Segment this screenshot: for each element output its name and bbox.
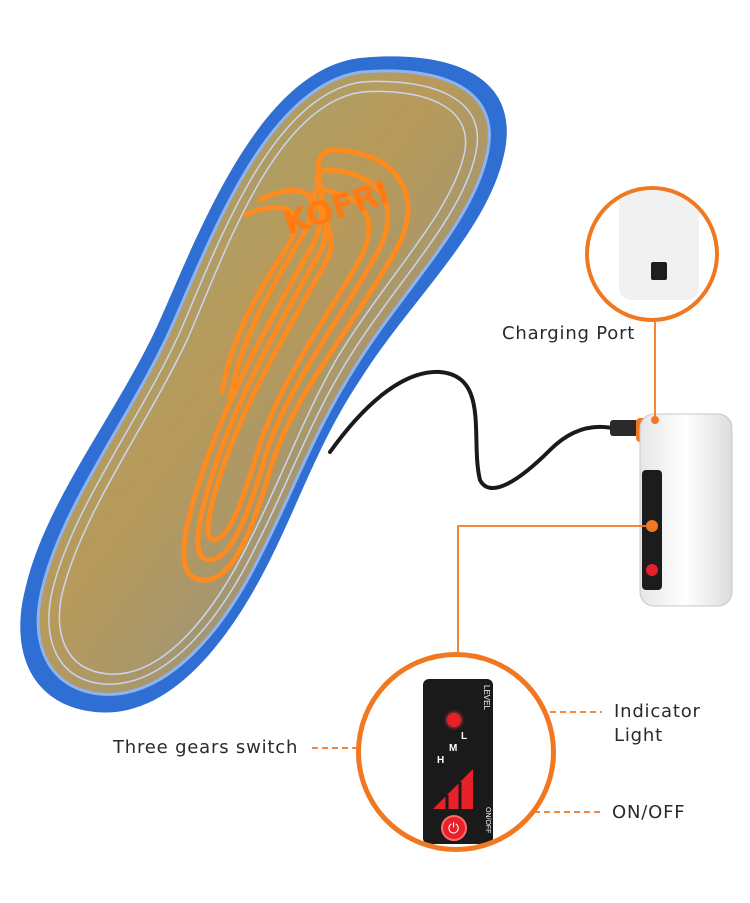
- insole-top-layer: [36, 69, 491, 696]
- indicator-light-label: Indicator Light: [614, 701, 701, 746]
- gear-level-triangle-icon: [433, 769, 473, 809]
- gear-level-l: L: [461, 731, 468, 742]
- gear-level-m: M: [449, 743, 458, 754]
- gear-level-h: H: [437, 755, 445, 766]
- heating-wire: [181, 147, 411, 583]
- controller-panel: LEVEL L M H ON/OFF ⏻: [423, 679, 493, 844]
- indicator-light-icon: [447, 713, 461, 727]
- level-label: LEVEL: [482, 685, 491, 710]
- power-button[interactable]: ⏻: [441, 815, 467, 841]
- power-button-label: ON/OFF: [484, 807, 491, 834]
- dc-plug: [610, 420, 638, 436]
- controller-panel-zoom: LEVEL L M H ON/OFF ⏻: [356, 652, 556, 852]
- charging-port-socket: [651, 262, 667, 280]
- charging-port-zoom: [585, 186, 719, 322]
- three-gears-switch-label: Three gears switch: [113, 737, 299, 758]
- charging-port-label: Charging Port: [502, 323, 636, 344]
- battery-pack: [639, 413, 733, 607]
- on-off-label: ON/OFF: [612, 802, 686, 823]
- power-icon: ⏻: [448, 820, 460, 836]
- leader-panel-zoom: [457, 525, 652, 652]
- charging-cable: [328, 369, 622, 491]
